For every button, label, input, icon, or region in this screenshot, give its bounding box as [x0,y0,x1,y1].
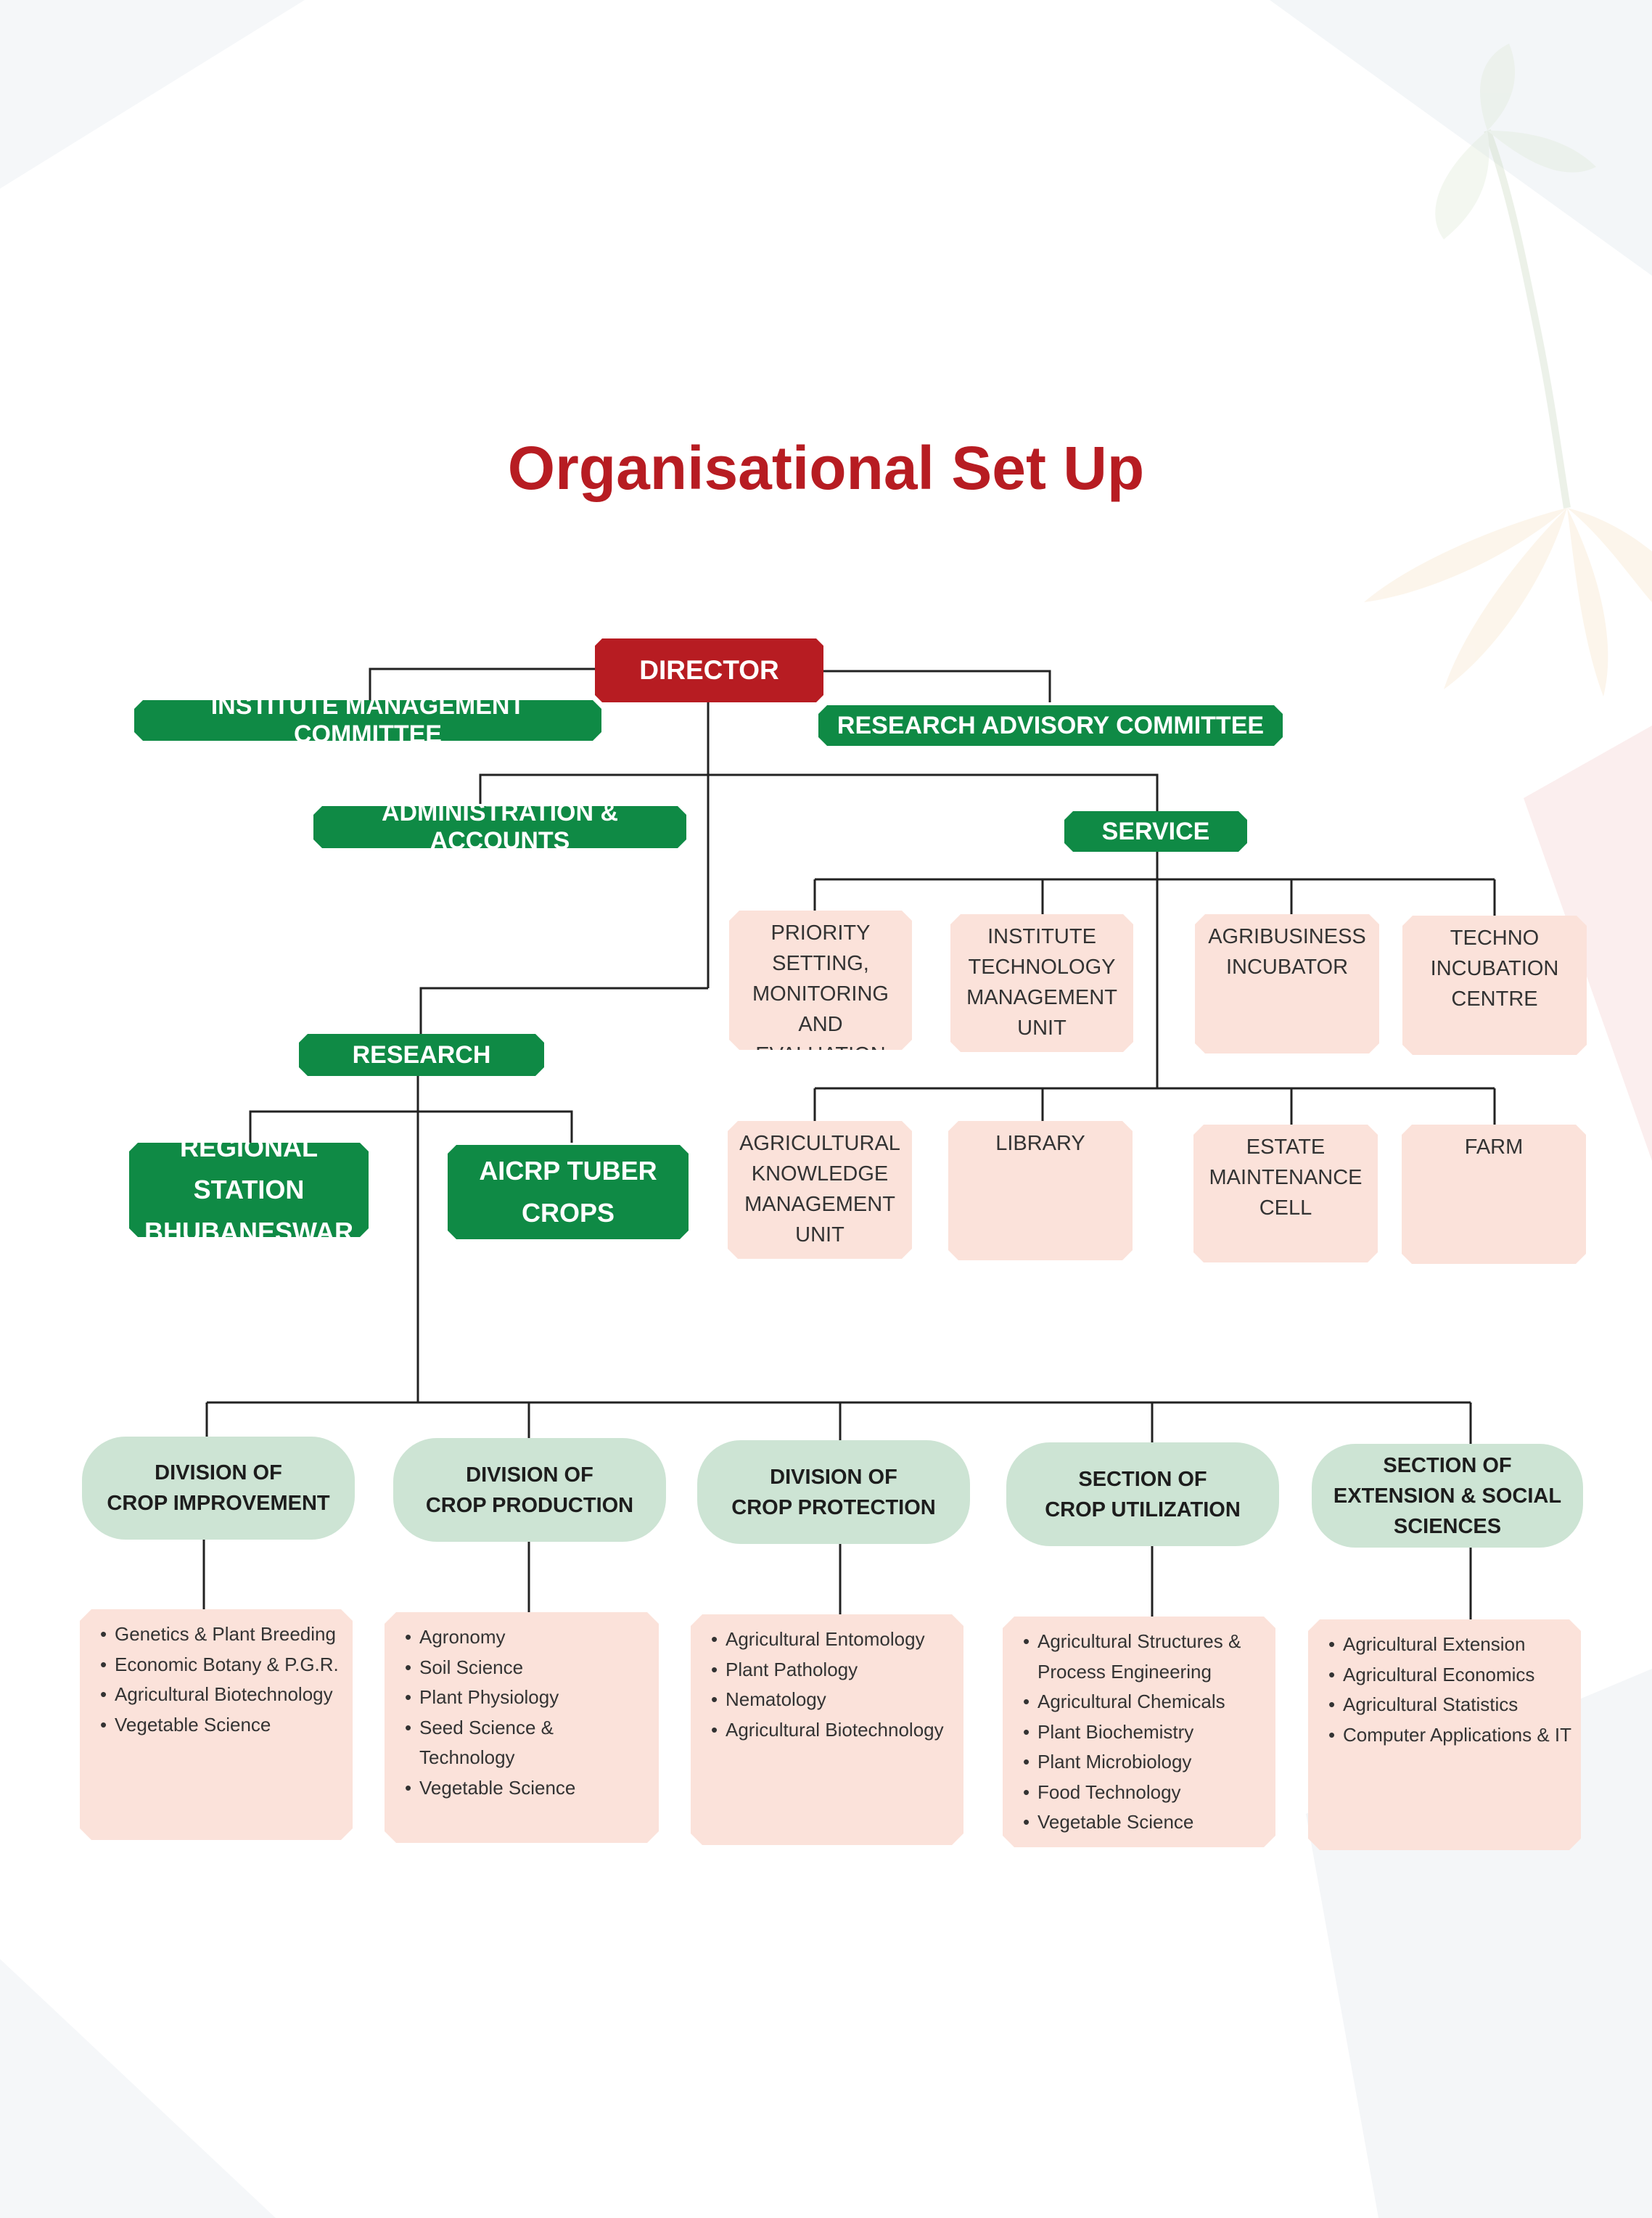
list-item: Economic Botany & P.G.R. [100,1650,345,1680]
division-crop-improvement: DIVISION OF CROP IMPROVEMENT [82,1437,355,1540]
service-unit-line: CELL [1259,1196,1312,1220]
list-item: Seed Science & Technology [405,1713,652,1773]
division-title-line: SECTION OF [1383,1453,1512,1477]
division-title-line: DIVISION OF [770,1465,897,1489]
list-item: Vegetable Science [100,1710,345,1741]
service-unit-line: LIBRARY [995,1132,1085,1155]
service-unit-line: PRIORITY SETTING, [770,921,871,975]
service-unit-agricultural-knowledge-management: AGRICULTURAL KNOWLEDGE MANAGEMENT UNIT [728,1121,912,1259]
director-label: DIRECTOR [639,655,779,685]
list-item: Soil Science [405,1653,652,1683]
division-title-line: CROP IMPROVEMENT [107,1492,330,1515]
aicrp-tuber-crops-box: AICRP TUBER CROPS [448,1145,689,1239]
aicrp-line: AICRP TUBER [479,1156,657,1186]
list-item: Vegetable Science [405,1773,652,1804]
service-unit-line: AGRIBUSINESS [1208,925,1366,948]
section-crop-utilization: SECTION OF CROP UTILIZATION [1006,1442,1279,1546]
service-unit-line: MONITORING AND [752,982,889,1036]
list-item: Agricultural Biotechnology [100,1680,345,1710]
crop-improvement-list: Genetics & Plant Breeding Economic Botan… [80,1609,353,1840]
service-unit-techno-incubation-centre: TECHNO INCUBATION CENTRE [1402,916,1587,1055]
service-unit-line: MANAGEMENT [966,986,1117,1009]
division-title-line: CROP PROTECTION [731,1495,936,1519]
crop-production-list: Agronomy Soil Science Plant Physiology S… [385,1612,659,1843]
director-box: DIRECTOR [595,638,823,702]
section-extension-social-sciences: SECTION OF EXTENSION & SOCIAL SCIENCES [1312,1444,1583,1548]
service-unit-line: INCUBATION [1430,957,1559,980]
list-item: Agricultural Entomology [711,1625,956,1655]
service-unit-line: TECHNOLOGY [968,956,1116,979]
division-crop-protection: DIVISION OF CROP PROTECTION [697,1440,970,1544]
service-unit-priority-setting: PRIORITY SETTING, MONITORING AND EVALUAT… [729,911,912,1050]
list-item: Agricultural Chemicals [1023,1687,1268,1717]
division-title-line: DIVISION OF [155,1461,282,1484]
service-unit-library: LIBRARY [948,1121,1133,1260]
list-item: Food Technology [1023,1778,1268,1808]
research-advisory-committee-label: RESEARCH ADVISORY COMMITTEE [837,711,1265,739]
service-unit-agribusiness-incubator: AGRIBUSINESS INCUBATOR [1195,914,1379,1053]
service-unit-line: CENTRE [1451,987,1538,1011]
list-item: Plant Biochemistry [1023,1717,1268,1748]
research-label: RESEARCH [352,1040,491,1069]
regional-station-box: REGIONAL STATION BHUBANESWAR [129,1143,369,1237]
administration-accounts-box: ADMINISTRATION & ACCOUNTS [313,806,686,848]
research-box: RESEARCH [299,1034,544,1076]
service-unit-line: INSTITUTE [987,925,1096,948]
division-title-line: SCIENCES [1393,1514,1502,1538]
list-item: Agricultural Biotechnology [711,1715,956,1746]
list-item: Process Engineering [1037,1660,1212,1683]
division-title-line: DIVISION OF [466,1463,593,1487]
service-unit-institute-technology-management: INSTITUTE TECHNOLOGY MANAGEMENT UNIT [950,914,1133,1052]
administration-accounts-label: ADMINISTRATION & ACCOUNTS [381,799,619,855]
extension-social-sciences-list: Agricultural Extension Agricultural Econ… [1308,1619,1581,1850]
list-item: Agricultural Structures & [1023,1627,1268,1657]
service-unit-line: KNOWLEDGE [751,1162,889,1186]
crop-utilization-list: Agricultural Structures & Process Engine… [1003,1617,1275,1847]
list-item: Plant Physiology [405,1683,652,1713]
list-item: Genetics & Plant Breeding [100,1619,345,1650]
service-unit-line: FARM [1464,1135,1524,1159]
service-label: SERVICE [1101,817,1210,845]
service-unit-estate-maintenance-cell: ESTATE MAINTENANCE CELL [1193,1125,1378,1262]
division-title-line: CROP PRODUCTION [425,1493,634,1517]
service-unit-line: UNIT [795,1223,845,1246]
research-advisory-committee-box: RESEARCH ADVISORY COMMITTEE [818,705,1283,746]
crop-protection-list: Agricultural Entomology Plant Pathology … [691,1614,963,1845]
division-title-line: SECTION OF [1078,1467,1207,1491]
service-unit-line: INCUBATOR [1225,956,1349,979]
list-item: Computer Applications & IT [1328,1720,1574,1751]
division-title-line: EXTENSION & SOCIAL [1333,1484,1562,1508]
page-title: Organisational Set Up [507,434,1145,502]
list-item: Nematology [711,1685,956,1715]
list-item: Agricultural Extension [1328,1630,1574,1660]
list-item: Plant Pathology [711,1655,956,1685]
division-title-line: CROP UTILIZATION [1045,1498,1241,1521]
list-item: Agricultural Statistics [1328,1690,1574,1720]
list-item: Agronomy [405,1622,652,1653]
service-box: SERVICE [1064,811,1247,852]
service-unit-line: AGRICULTURAL [739,1132,900,1155]
cassava-plant-illustration [1364,44,1652,697]
list-item: Vegetable Science [1023,1807,1268,1838]
list-item: Agricultural Economics [1328,1660,1574,1691]
service-unit-farm: FARM [1402,1125,1586,1264]
institute-management-committee-box: INSTITUTE MANAGEMENT COMMITTEE [134,700,601,741]
service-unit-line: TECHNO [1450,927,1540,950]
division-crop-production: DIVISION OF CROP PRODUCTION [393,1438,666,1542]
service-unit-line: UNIT [1017,1016,1067,1040]
service-unit-line: ESTATE [1246,1135,1326,1159]
institute-management-committee-label: INSTITUTE MANAGEMENT COMMITTEE [210,692,525,748]
service-unit-line: MAINTENANCE [1209,1166,1363,1189]
list-item: Plant Microbiology [1023,1747,1268,1778]
aicrp-line: CROPS [521,1198,615,1228]
service-unit-line: MANAGEMENT [744,1193,895,1216]
